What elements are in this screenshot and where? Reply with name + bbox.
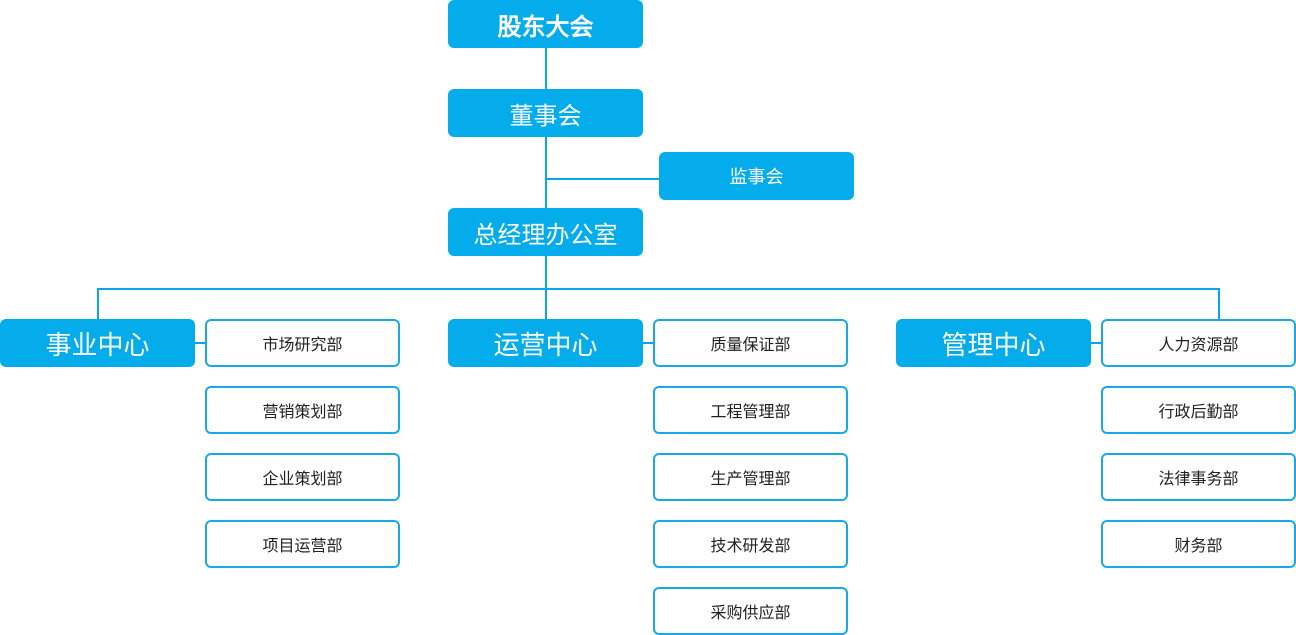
center-node-operations: 运营中心 bbox=[448, 319, 643, 367]
dept-node: 工程管理部 bbox=[653, 386, 848, 434]
dept-node: 采购供应部 bbox=[653, 587, 848, 635]
dept-node: 营销策划部 bbox=[205, 386, 400, 434]
gm-office-node: 总经理办公室 bbox=[448, 208, 643, 256]
connector-bus-center-1 bbox=[97, 288, 99, 320]
dept-node: 生产管理部 bbox=[653, 453, 848, 501]
dept-node: 项目运营部 bbox=[205, 520, 400, 568]
dept-node: 企业策划部 bbox=[205, 453, 400, 501]
dept-node: 法律事务部 bbox=[1101, 453, 1296, 501]
connector-bus-center-3 bbox=[1218, 288, 1220, 320]
center-node-business: 事业中心 bbox=[0, 319, 195, 367]
dept-node: 市场研究部 bbox=[205, 319, 400, 367]
supervisors-node: 监事会 bbox=[659, 152, 854, 200]
center-node-management: 管理中心 bbox=[896, 319, 1091, 367]
connector-center-3-dept bbox=[1090, 342, 1102, 344]
connector-horizontal-bus bbox=[97, 288, 1220, 290]
connector-shareholders-board bbox=[545, 48, 547, 90]
shareholders-node: 股东大会 bbox=[448, 0, 643, 48]
connector-gm-bus bbox=[545, 255, 547, 289]
dept-node: 行政后勤部 bbox=[1101, 386, 1296, 434]
connector-supervisors bbox=[545, 178, 660, 180]
dept-node: 财务部 bbox=[1101, 520, 1296, 568]
connector-bus-center-2 bbox=[545, 288, 547, 320]
dept-node: 技术研发部 bbox=[653, 520, 848, 568]
connector-board-gm bbox=[545, 136, 547, 209]
board-node: 董事会 bbox=[448, 89, 643, 137]
dept-node: 质量保证部 bbox=[653, 319, 848, 367]
connector-center-1-dept bbox=[194, 342, 206, 344]
connector-center-2-dept bbox=[642, 342, 654, 344]
dept-node: 人力资源部 bbox=[1101, 319, 1296, 367]
